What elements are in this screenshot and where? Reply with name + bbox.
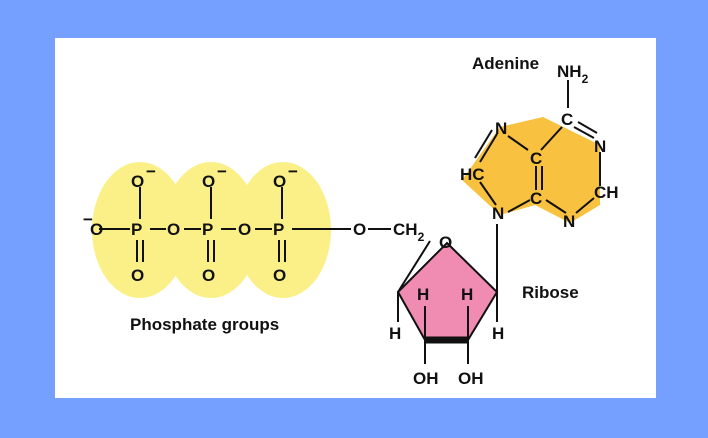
atom-o-top-2: O — [202, 172, 215, 191]
atom-ring-o: O — [439, 233, 452, 252]
atom-h-inner-left: H — [417, 285, 429, 304]
phosphate-blob-3 — [235, 162, 331, 298]
phosphate-blob-1 — [92, 162, 188, 298]
charge-minus-1: − — [146, 162, 156, 181]
atom-o-bridge-3: O — [353, 220, 366, 239]
atom-nh2: NH2 — [557, 62, 589, 86]
charge-minus-left: − — [83, 210, 93, 229]
atom-o-top-3: O — [273, 172, 286, 191]
ribose-ring — [396, 241, 499, 341]
atom-n-7: N — [495, 119, 507, 138]
phosphate-highlight — [92, 162, 331, 298]
charge-minus-3: − — [288, 162, 298, 181]
atom-hc-8: HC — [460, 165, 485, 184]
adenine-highlight — [462, 117, 600, 223]
atom-h-outer-right: H — [492, 324, 504, 343]
nh2-subscript: 2 — [582, 72, 589, 86]
atom-p-1: P — [131, 220, 142, 239]
adenine-label: Adenine — [472, 54, 539, 73]
atom-p-3: P — [273, 220, 284, 239]
atom-o-top-1: O — [131, 172, 144, 191]
atom-n-3: N — [563, 212, 575, 231]
ribose-bonds — [397, 224, 498, 364]
atom-o-bridge-1: O — [167, 220, 180, 239]
ch2-text: CH — [393, 220, 418, 239]
atom-n-1: N — [594, 137, 606, 156]
atom-h-inner-right: H — [461, 285, 473, 304]
atom-ch2: CH2 — [393, 220, 425, 244]
atom-o-bridge-2: O — [238, 220, 251, 239]
ch2-subscript: 2 — [418, 230, 425, 244]
atom-c-5: C — [530, 149, 542, 168]
atom-o-bottom-3: O — [273, 266, 286, 285]
atom-c-6: C — [561, 110, 573, 129]
atom-o-bottom-2: O — [202, 266, 215, 285]
nh2-text: NH — [557, 62, 582, 81]
atom-p-2: P — [202, 220, 213, 239]
atom-o-bottom-1: O — [131, 266, 144, 285]
atom-n-9: N — [492, 204, 504, 223]
ribose-label: Ribose — [522, 283, 579, 302]
phosphate-atoms: O − O − O − − O P O P O P O O O O — [83, 162, 366, 285]
atom-ch-2: CH — [594, 183, 619, 202]
atom-oh-left: OH — [413, 369, 439, 388]
adenine-bonds — [474, 80, 601, 214]
atom-oh-right: OH — [458, 369, 484, 388]
phosphate-groups-label: Phosphate groups — [130, 315, 279, 334]
ribose-atoms: O H H H H OH OH — [389, 233, 504, 388]
charge-minus-2: − — [217, 162, 227, 181]
atom-o-left: O — [90, 220, 103, 239]
atom-c-4: C — [530, 189, 542, 208]
phosphate-blob-2 — [163, 162, 259, 298]
atom-h-outer-left: H — [389, 324, 401, 343]
adenine-atoms: NH2 N C C N HC CH C N N — [460, 62, 619, 231]
phosphate-chain-bonds — [99, 187, 391, 262]
